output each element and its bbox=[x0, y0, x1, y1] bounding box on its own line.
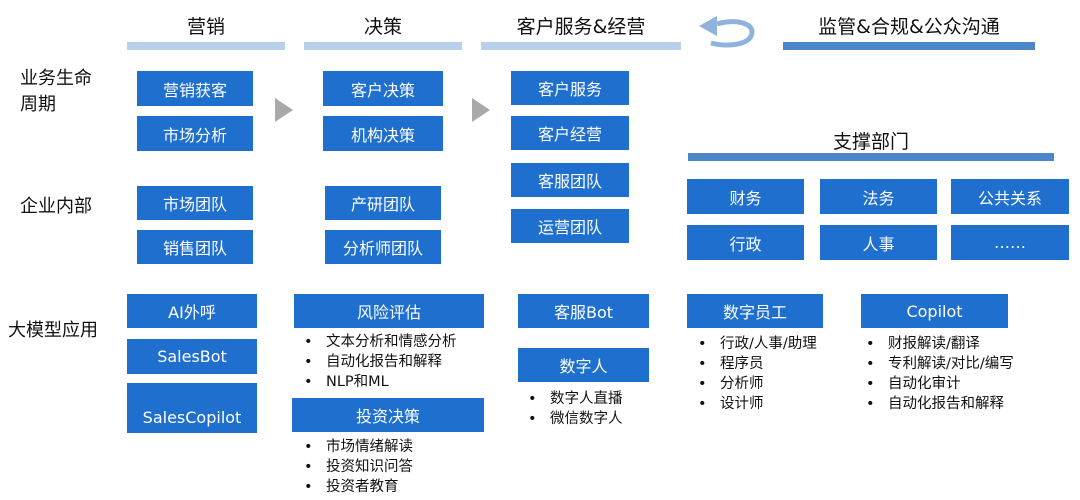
list-item: NLP和ML bbox=[300, 372, 457, 392]
lifecycle-box: 客服团队 bbox=[511, 163, 629, 197]
lifecycle-box: 市场分析 bbox=[137, 116, 253, 151]
internal-team-box: 销售团队 bbox=[137, 230, 253, 264]
app-box-invest: 投资决策 bbox=[292, 398, 484, 432]
app-box: SalesCopilot bbox=[127, 383, 257, 433]
list-item: 设计师 bbox=[694, 394, 817, 414]
list-item: 程序员 bbox=[694, 354, 817, 374]
support-dept-box: …… bbox=[951, 225, 1069, 260]
lifecycle-box: 运营团队 bbox=[511, 209, 629, 243]
header-bar-marketing bbox=[127, 42, 285, 50]
header-service: 客户服务&经营 bbox=[516, 16, 646, 38]
app-box-copilot: Copilot bbox=[861, 294, 1008, 328]
header-compliance: 监管&合规&公众沟通 bbox=[818, 16, 1000, 38]
list-item: 专利解读/对比/编写 bbox=[862, 354, 1014, 374]
list-item: 自动化报告和解释 bbox=[300, 352, 457, 372]
app-box-digital-human: 数字人 bbox=[518, 348, 649, 382]
app-box: SalesBot bbox=[127, 339, 257, 374]
support-dept-box: 财务 bbox=[687, 179, 804, 214]
digital-employee-bullets: 行政/人事/助理 程序员 分析师 设计师 bbox=[694, 334, 817, 414]
copilot-bullets: 财报解读/翻译 专利解读/对比/编写 自动化审计 自动化报告和解释 bbox=[862, 334, 1014, 414]
support-dept-box: 人事 bbox=[820, 225, 937, 260]
list-item: 自动化审计 bbox=[862, 374, 1014, 394]
list-item: 数字人直播 bbox=[524, 389, 623, 409]
list-item: 微信数字人 bbox=[524, 409, 623, 429]
lifecycle-box: 营销获客 bbox=[137, 71, 253, 106]
support-dept-box: 行政 bbox=[687, 225, 804, 260]
list-item: 分析师 bbox=[694, 374, 817, 394]
lifecycle-box: 客户经营 bbox=[511, 116, 629, 150]
invest-bullets: 市场情绪解读 投资知识问答 投资者教育 bbox=[300, 437, 413, 497]
internal-team-box: 市场团队 bbox=[137, 186, 253, 220]
support-title-bar bbox=[688, 153, 1054, 161]
list-item: 投资者教育 bbox=[300, 477, 413, 497]
header-bar-service bbox=[481, 42, 681, 50]
support-dept-box: 法务 bbox=[820, 179, 937, 214]
header-decision: 决策 bbox=[363, 16, 402, 38]
lifecycle-box: 客户决策 bbox=[323, 71, 443, 106]
list-item: 投资知识问答 bbox=[300, 457, 413, 477]
lifecycle-box: 机构决策 bbox=[323, 116, 443, 151]
internal-team-box: 分析师团队 bbox=[325, 230, 441, 264]
app-box-digital-employee: 数字员工 bbox=[687, 294, 823, 328]
list-item: 财报解读/翻译 bbox=[862, 334, 1014, 354]
support-title: 支撑部门 bbox=[832, 131, 909, 153]
app-box-risk: 风险评估 bbox=[294, 294, 484, 328]
list-item: 自动化报告和解释 bbox=[862, 394, 1014, 414]
app-box: AI外呼 bbox=[127, 294, 257, 328]
list-item: 市场情绪解读 bbox=[300, 437, 413, 457]
lifecycle-box: 客户服务 bbox=[511, 71, 629, 105]
risk-bullets: 文本分析和情感分析 自动化报告和解释 NLP和ML bbox=[300, 332, 457, 392]
list-item: 行政/人事/助理 bbox=[694, 334, 817, 354]
header-bar-decision bbox=[304, 42, 462, 50]
digital-human-bullets: 数字人直播 微信数字人 bbox=[524, 389, 623, 429]
header-bar-compliance bbox=[783, 42, 1035, 50]
row-label-lifecycle: 业务生命 周期 bbox=[20, 68, 92, 115]
app-box-service-bot: 客服Bot bbox=[518, 294, 649, 328]
flow-arrow-icon bbox=[472, 98, 490, 122]
row-label-internal: 企业内部 bbox=[20, 196, 92, 217]
support-dept-box: 公共关系 bbox=[951, 179, 1069, 214]
internal-team-box: 产研团队 bbox=[325, 186, 441, 220]
list-item: 文本分析和情感分析 bbox=[300, 332, 457, 352]
flow-arrow-icon bbox=[275, 98, 293, 122]
row-label-llm-apps: 大模型应用 bbox=[8, 320, 98, 341]
loop-arrow-icon bbox=[699, 16, 755, 48]
header-marketing: 营销 bbox=[186, 16, 225, 38]
